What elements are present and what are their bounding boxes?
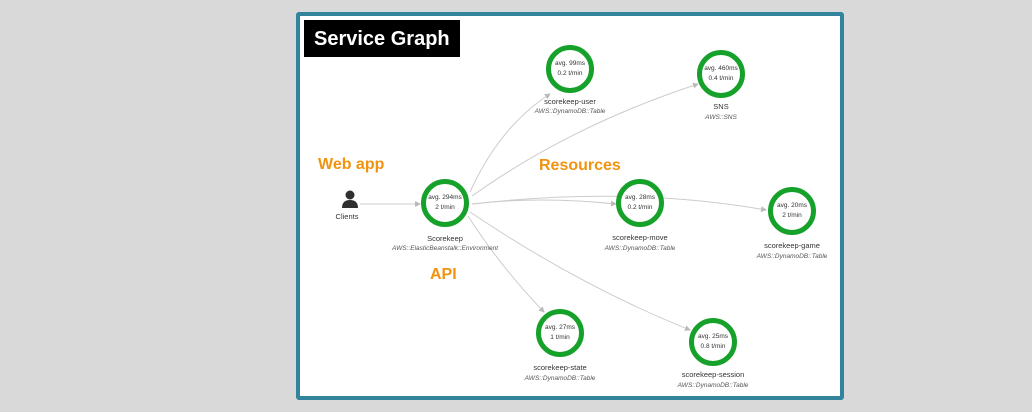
latency-text: avg. 20ms (777, 202, 807, 209)
web-app-label: Web app (318, 156, 385, 173)
node-ring: avg. 294ms 2 t/min (421, 179, 469, 227)
node-ring: avg. 99ms 0.2 t/min (546, 45, 594, 93)
node-type: AWS::ElasticBeanstalk::Environment (391, 245, 499, 252)
user-icon (342, 190, 358, 208)
latency-text: avg. 99ms (555, 60, 585, 67)
latency-text: avg. 460ms (704, 65, 738, 72)
node-name: scorekeep-move (612, 233, 668, 242)
edges-layer (360, 82, 767, 331)
service-graph-panel: Service Graph Web app Resources API Clie… (296, 12, 844, 400)
latency-text: avg. 25ms (698, 333, 728, 340)
rate-text: 2 t/min (782, 212, 802, 219)
node-name: scorekeep-game (764, 241, 820, 250)
node-name: scorekeep-session (681, 370, 745, 379)
node-name: scorekeep-user (544, 97, 596, 106)
node-ring: avg. 28ms 0.2 t/min (616, 179, 664, 227)
node-ring: avg. 20ms 2 t/min (768, 187, 816, 235)
latency-text: avg. 28ms (625, 194, 655, 201)
clients-node[interactable]: Clients (330, 190, 370, 230)
node-name: scorekeep-state (533, 363, 587, 372)
rate-text: 0.4 t/min (708, 75, 734, 82)
node-type: AWS::DynamoDB::Table (756, 253, 828, 260)
node-ring: avg. 27ms 1 t/min (536, 309, 584, 357)
rate-text: 0.2 t/min (557, 70, 583, 77)
rate-text: 2 t/min (435, 204, 455, 211)
rate-text: 0.8 t/min (700, 343, 726, 350)
rate-text: 1 t/min (550, 334, 570, 341)
node-ring: avg. 460ms 0.4 t/min (697, 50, 745, 98)
node-name: Scorekeep (427, 234, 463, 243)
node-name: Clients (335, 212, 359, 221)
node-type: AWS::DynamoDB::Table (534, 108, 606, 115)
page-title: Service Graph (304, 20, 460, 57)
edge-scorekeep-session[interactable] (469, 211, 691, 331)
edge-scorekeep-user[interactable] (469, 93, 551, 193)
resources-label: Resources (539, 157, 621, 174)
latency-text: avg. 294ms (428, 194, 462, 201)
edge-scorekeep-state[interactable] (467, 215, 545, 313)
latency-text: avg. 27ms (545, 324, 575, 331)
node-type: AWS::DynamoDB::Table (604, 245, 676, 252)
node-type: AWS::DynamoDB::Table (677, 382, 749, 389)
node-type: AWS::SNS (705, 114, 737, 121)
edge-scorekeep-sns[interactable] (471, 82, 699, 197)
node-ring: avg. 25ms 0.8 t/min (689, 318, 737, 366)
api-label: API (430, 266, 457, 283)
node-name: SNS (713, 102, 729, 111)
node-type: AWS::DynamoDB::Table (524, 375, 596, 382)
rate-text: 0.2 t/min (627, 204, 653, 211)
